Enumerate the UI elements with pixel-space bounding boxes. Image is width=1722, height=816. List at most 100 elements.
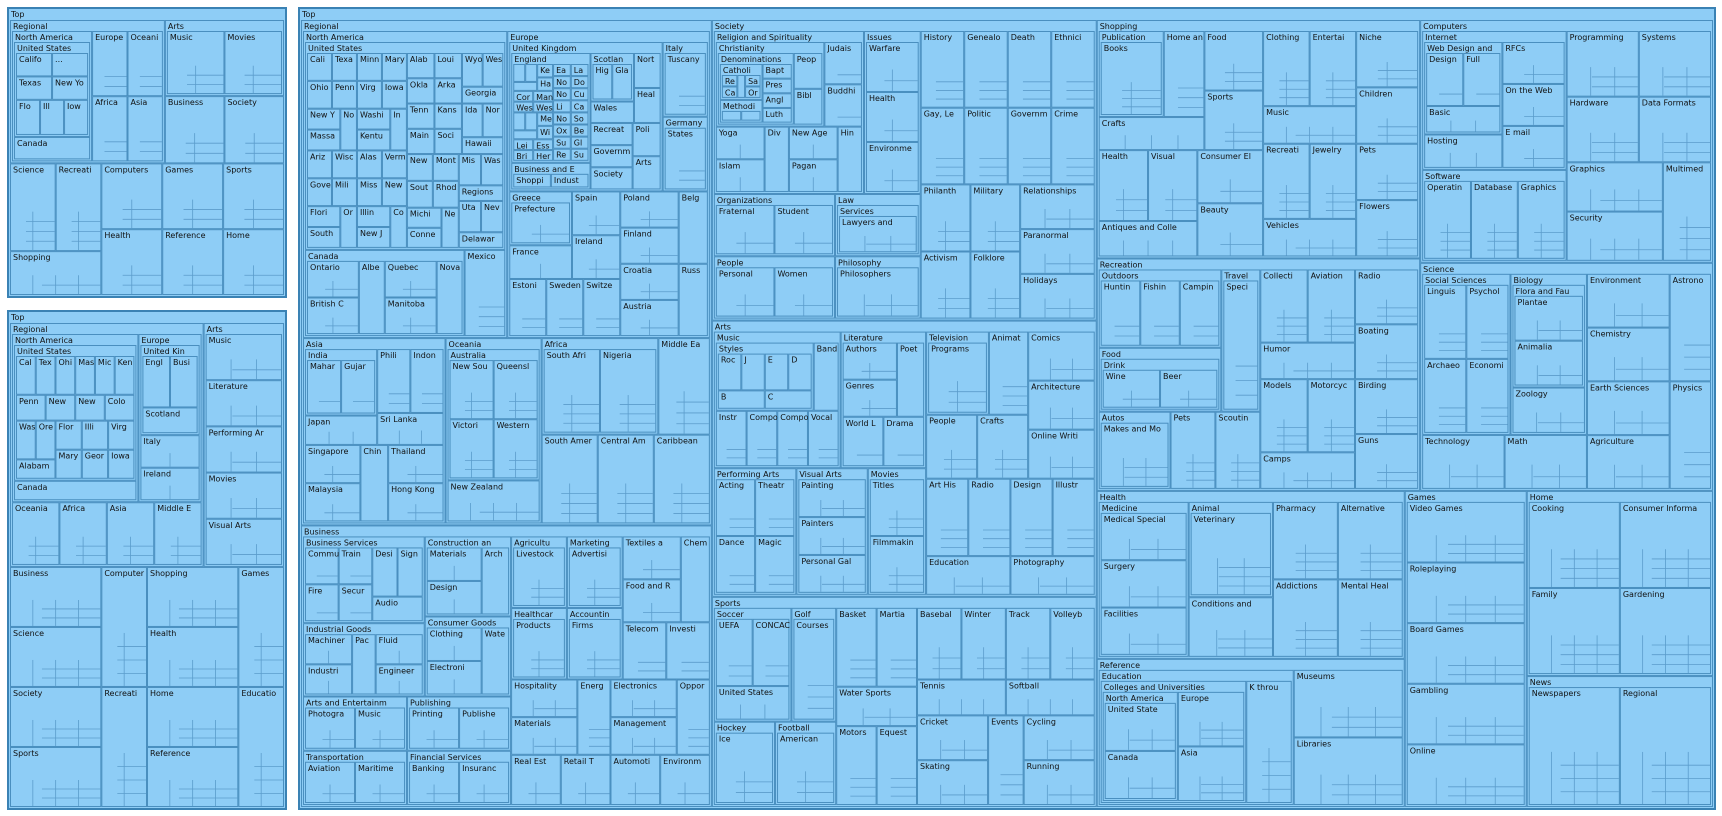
cell-3-regional-north-america-united-states-washington[interactable] — [356, 108, 391, 130]
cell-3-regional-north-america-united-states-government[interactable] — [307, 178, 332, 207]
cell-3-regional-europe-switzerland[interactable] — [583, 278, 621, 337]
cell-3-society-law-services-lawyers-and[interactable] — [839, 215, 917, 253]
cell-3-recreation-outdoors-camping[interactable] — [1179, 280, 1220, 346]
cell-3-business-construction-and-maintenance-architecture[interactable] — [481, 547, 510, 615]
cell-1-regional-europe[interactable] — [92, 31, 128, 97]
cell-3-arts-music-styles-b[interactable] — [717, 390, 765, 409]
cell-3-regional-north-america-united-states-michigan[interactable] — [406, 207, 442, 228]
cell-3-regional-europe-united-kingdom-england-regions[interactable] — [553, 148, 571, 161]
cell-3-regional-north-america-united-states-iowa[interactable] — [381, 80, 407, 109]
cell-3-society-religion-and-spirituality-christianity-denominations-presbyterian[interactable] — [762, 78, 792, 94]
cell-3-regional-europe-united-kingdom-england-suffolk[interactable] — [570, 148, 589, 161]
cell-3-regional-europe-united-kingdom-england-cornwall[interactable] — [513, 90, 534, 102]
cell-3-science-biology-flora-and-fauna-animalia[interactable] — [1514, 340, 1583, 386]
cell-3-arts-performing-arts-acting[interactable] — [715, 479, 756, 537]
cell-3-regional-north-america-united-states-missouri[interactable] — [356, 178, 382, 207]
cell-3-regional-north-america-united-states-indiana[interactable] — [390, 108, 407, 151]
cell-2-arts-literature[interactable] — [205, 380, 282, 427]
cell-3-regional-north-america-united-states-arizona[interactable] — [307, 150, 332, 179]
cell-3-regional-europe-germany-states[interactable] — [664, 127, 706, 190]
cell-3-regional-north-america-united-states-north-dakota[interactable] — [482, 103, 504, 138]
cell-3-regional-europe-united-kingdom-scotland-highland[interactable] — [592, 64, 613, 100]
cell-3-regional-europe-united-kingdom-england-devon[interactable] — [525, 64, 538, 82]
cell-3-business-hospitality[interactable] — [511, 679, 578, 718]
cell-3-regional-europe-united-kingdom-england-dorset[interactable] — [570, 76, 589, 89]
cell-3-regional-north-america-united-states-florida[interactable] — [307, 206, 341, 228]
cell-3-regional-europe-united-kingdom-business-and-economy-industries[interactable] — [550, 173, 589, 188]
cell-3-sports-skating[interactable] — [916, 760, 989, 805]
cell-3-sports-basketball[interactable] — [836, 607, 877, 687]
cell-3-regional-north-america-united-states-connecticut[interactable] — [406, 227, 442, 248]
cell-3-regional-europe-sweden[interactable] — [546, 278, 584, 337]
cell-3-regional-north-america-united-states-kentucky[interactable] — [356, 129, 391, 151]
cell-3-shopping-clothing[interactable] — [1263, 31, 1310, 107]
cell-2-regional-north-america-canada[interactable] — [14, 480, 137, 501]
cell-2-regional-north-america-united-states-virginia[interactable] — [108, 420, 135, 450]
cell-3-sports-martial-arts[interactable] — [876, 607, 917, 687]
cell-3-regional-europe-united-kingdom-england-west-midlands[interactable] — [533, 101, 554, 113]
cell-3-science-social-sciences-linguistics[interactable] — [1424, 284, 1467, 359]
cell-3-regional-north-america-mexico[interactable] — [464, 249, 506, 337]
cell-2-regional-north-america-united-states-texas[interactable] — [35, 356, 56, 395]
cell-3-regional-europe-united-kingdom-england-norfolk[interactable] — [553, 88, 571, 101]
cell-3-sports-golf-courses[interactable] — [793, 618, 835, 720]
cell-3-sports-running[interactable] — [1023, 760, 1095, 805]
cell-2-regional-north-america-united-states-new-york[interactable] — [45, 394, 76, 421]
cell-3-arts-music-styles-j[interactable] — [741, 353, 765, 391]
cell-3-regional-north-america-united-states-ohio[interactable] — [307, 80, 332, 109]
cell-3-regional-north-america-united-states-california[interactable] — [307, 53, 332, 81]
cell-3-science-biology-zoology[interactable] — [1512, 387, 1585, 433]
cell-3-regional-europe-spain[interactable] — [571, 191, 621, 236]
cell-3-sports-events[interactable] — [988, 715, 1024, 805]
cell-2-regional-north-america-united-states-michigan[interactable] — [94, 356, 115, 395]
cell-2-regional-north-america-united-states-kentucky[interactable] — [114, 356, 135, 395]
cell-3-regional-europe-united-kingdom-england-leicestershire[interactable] — [513, 139, 534, 151]
cell-3-computers-data-formats[interactable] — [1638, 96, 1712, 163]
cell-3-regional-asia-sri-lanka[interactable] — [377, 412, 444, 445]
cell-3-regional-north-america-united-states-montana[interactable] — [432, 154, 459, 181]
cell-3-regional-europe-united-kingdom-england-hertfordshire[interactable] — [533, 150, 554, 161]
cell-3-arts-performing-arts-theatre[interactable] — [755, 479, 795, 537]
cell-3-regional-north-america-united-states-minnesota[interactable] — [356, 53, 382, 81]
cell-2-regional-europe-united-kingdom-business-and-economy[interactable] — [170, 356, 198, 408]
cell-3-computers-systems[interactable] — [1638, 31, 1712, 97]
cell-3-regional-north-america-united-states-mississippi[interactable] — [458, 154, 482, 186]
cell-3-business-business-services-security[interactable] — [338, 584, 373, 622]
cell-3-arts-music-bands-and-artists[interactable] — [813, 342, 839, 411]
cell-3-society-religion-and-spirituality-hinduism[interactable] — [837, 126, 862, 192]
cell-3-regional-europe-united-kingdom-england-manchester[interactable] — [533, 90, 554, 102]
cell-3-regional-north-america-united-states-arkansas[interactable] — [434, 78, 462, 104]
cell-3-society-religion-and-spirituality-divination[interactable] — [764, 126, 789, 192]
cell-3-society-religion-and-spirituality-christianity-denominations-baptist[interactable] — [762, 64, 792, 79]
cell-3-regional-asia-india-gujarat[interactable] — [341, 360, 376, 414]
cell-1-regional-north-america-united-states-node[interactable] — [52, 53, 89, 77]
cell-2-regional-north-america-united-states-colorado[interactable] — [104, 394, 135, 421]
cell-3-science-social-sciences-psychology[interactable] — [1466, 284, 1509, 359]
cell-3-arts-online-writing[interactable] — [1028, 429, 1095, 479]
cell-3-regional-europe-united-kingdom-england-west-yorkshire[interactable] — [513, 81, 538, 91]
cell-3-regional-europe-russia[interactable] — [678, 263, 708, 337]
cell-3-regional-north-america-united-states-south-carolina[interactable] — [307, 227, 341, 248]
cell-3-reference-education-colleges-and-universities-europe[interactable] — [1177, 691, 1245, 747]
cell-3-society-holidays[interactable] — [1020, 273, 1095, 319]
cell-3-regional-europe-united-kingdom-business-and-economy-shopping[interactable] — [513, 173, 551, 188]
cell-3-regional-europe-united-kingdom-arts-and-entertainment[interactable] — [632, 156, 661, 190]
cell-3-regional-europe-united-kingdom-england-essex[interactable] — [533, 139, 554, 151]
cell-3-business-industrial-goods-packaging[interactable] — [352, 634, 376, 695]
cell-3-regional-europe-united-kingdom-england-lincolnshire[interactable] — [553, 100, 571, 113]
cell-3-business-opportunities[interactable] — [676, 679, 710, 755]
cell-3-society-religion-and-spirituality-christianity-denominations-catholicism-reference[interactable] — [721, 75, 738, 87]
cell-3-recreation-travel-specialty-travel[interactable] — [1223, 280, 1259, 410]
cell-3-regional-north-america-united-states-wyoming[interactable] — [461, 53, 483, 87]
cell-2-regional-north-america-united-states-florida[interactable] — [55, 420, 82, 450]
cell-3-regional-europe-italy-tuscany[interactable] — [664, 53, 706, 115]
cell-3-business-business-services-fire[interactable] — [305, 584, 339, 622]
cell-3-regional-europe-united-kingdom-england-north-yorkshire[interactable] — [553, 76, 571, 89]
cell-3-shopping-flowers[interactable] — [1356, 200, 1419, 257]
cell-3-computers-programming[interactable] — [1566, 31, 1639, 97]
cell-3-regional-europe-united-kingdom-politics[interactable] — [632, 122, 661, 157]
cell-3-regional-north-america-united-states-new-jersey[interactable] — [356, 227, 391, 248]
cell-3-regional-europe-united-kingdom-wales[interactable] — [590, 101, 634, 123]
cell-3-regional-europe-belgium[interactable] — [678, 191, 708, 264]
cell-3-business-energy[interactable] — [577, 679, 611, 755]
